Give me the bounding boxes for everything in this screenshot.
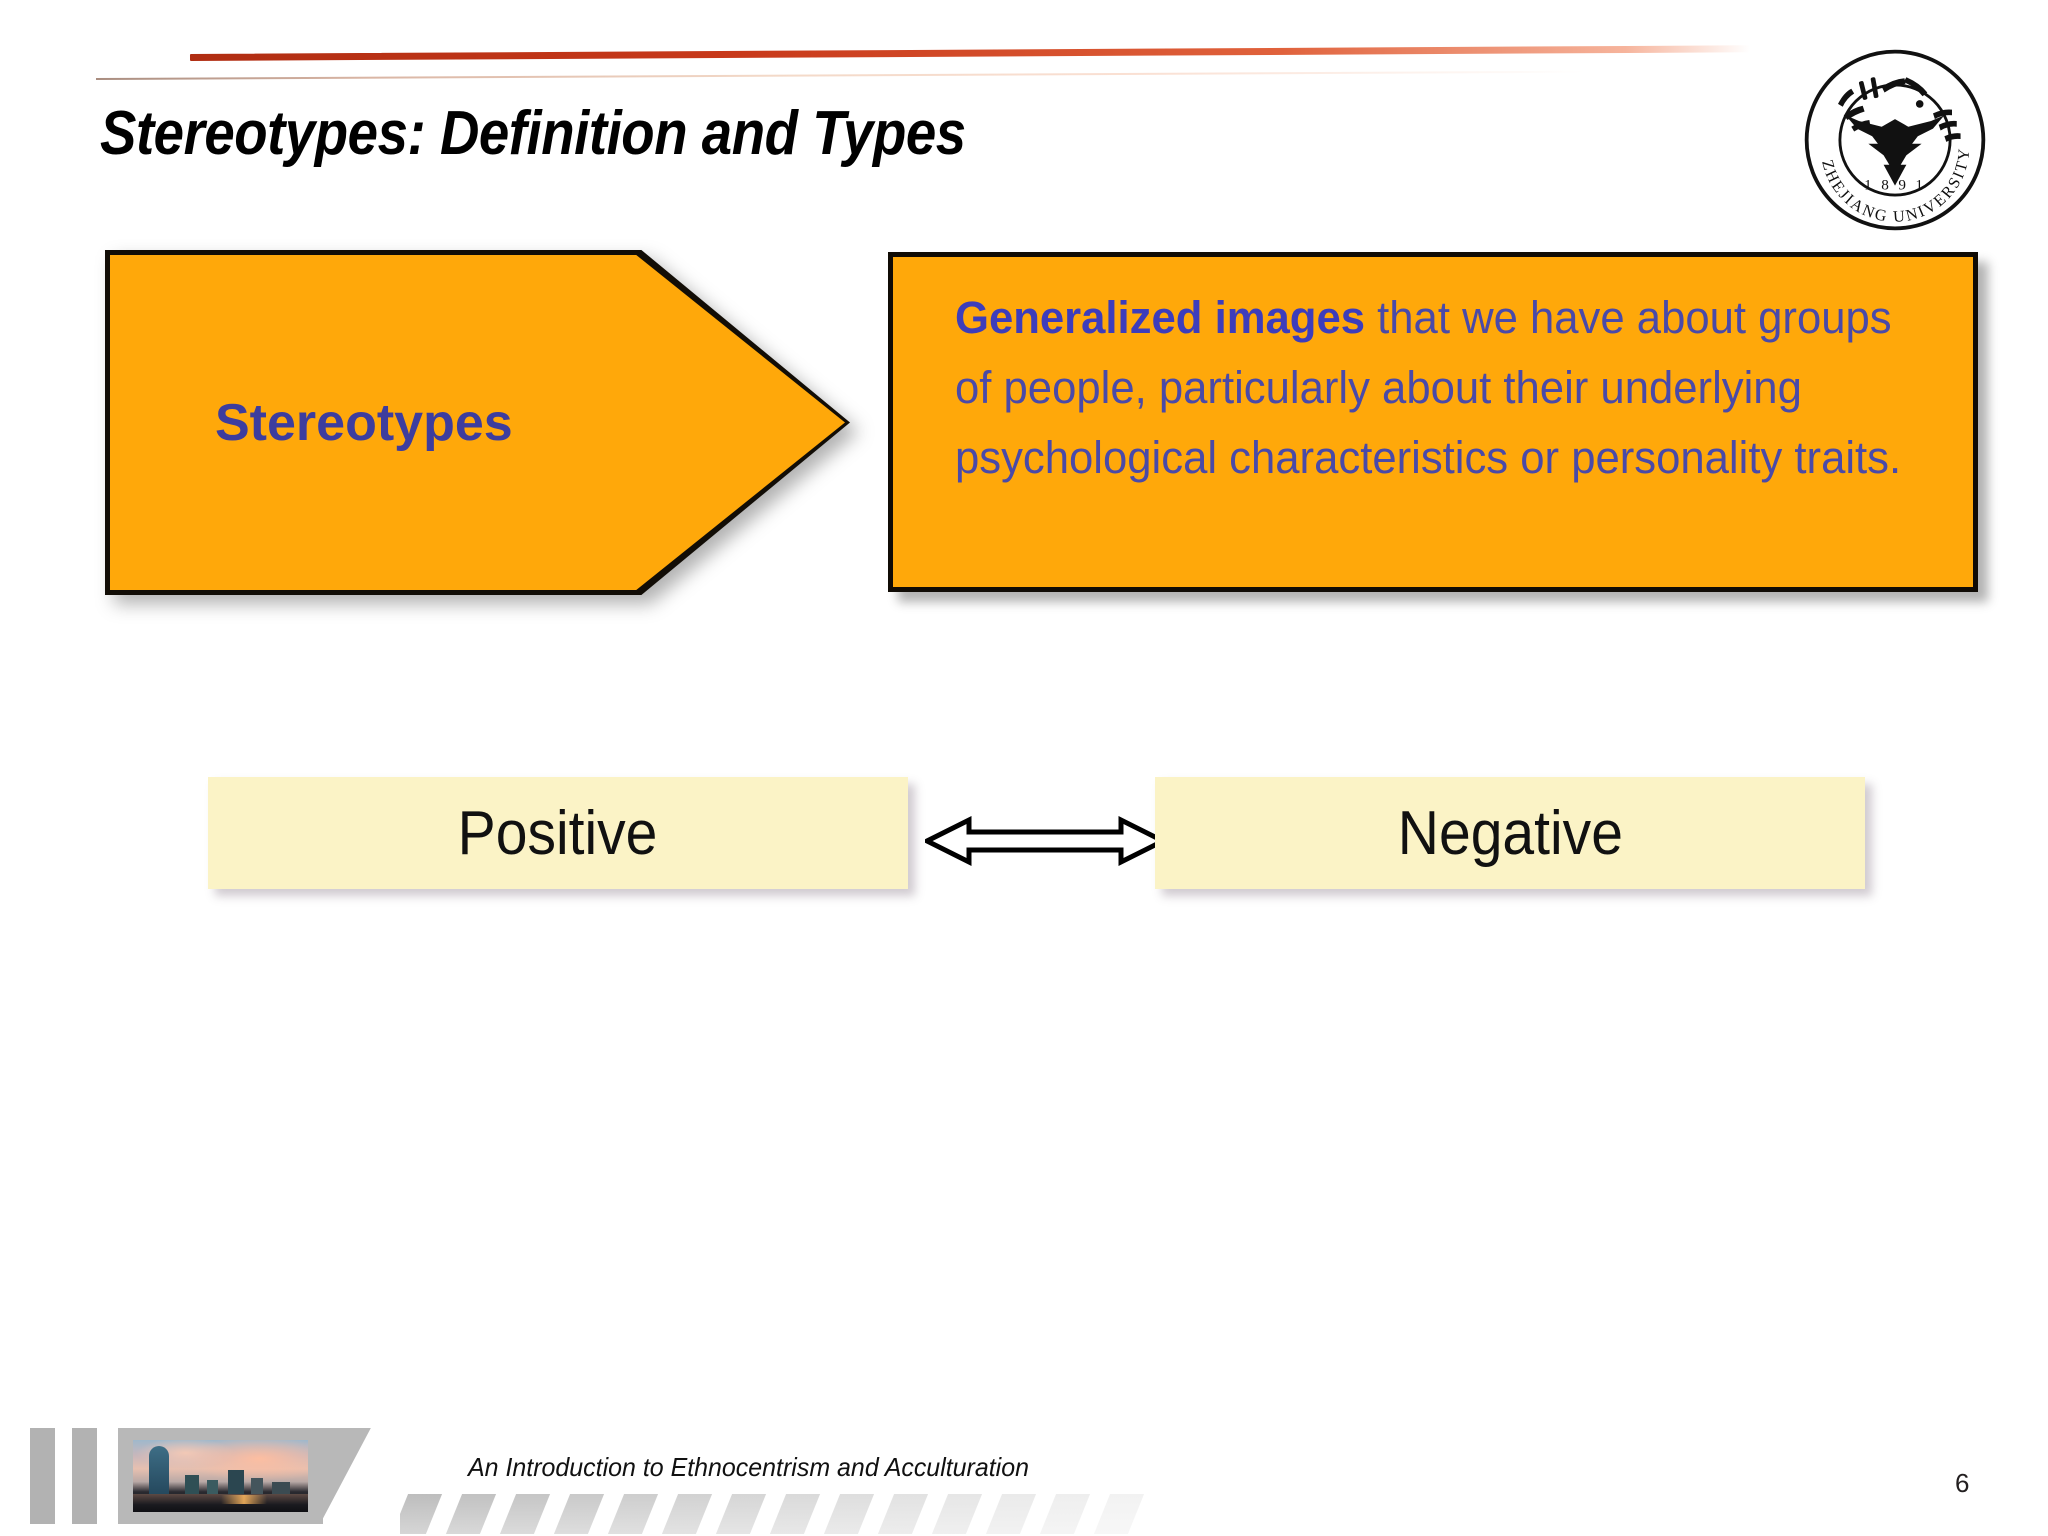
footer-bar-2 (72, 1428, 97, 1524)
type-label-positive: Positive (458, 798, 658, 868)
type-box-positive: Positive (208, 777, 908, 889)
city-skyline-image (133, 1440, 308, 1512)
page-number: 6 (1955, 1468, 1970, 1498)
footer-stripe (931, 1494, 983, 1534)
footer-stripe (715, 1494, 767, 1534)
footer-stripe (1093, 1494, 1145, 1534)
svg-text:1 8 9 1: 1 8 9 1 (1864, 176, 1926, 193)
footer-stripe (823, 1494, 875, 1534)
definition-text: Generalized images that we have about gr… (955, 283, 1904, 493)
footer-stripe (499, 1494, 551, 1534)
double-headed-arrow-icon (921, 810, 1169, 872)
definition-body: that we have about groups of people, par… (955, 292, 1902, 483)
footer-caption: An Introduction to Ethnocentrism and Acc… (468, 1452, 1029, 1482)
footer-stripe (877, 1494, 929, 1534)
footer-wedge (320, 1428, 371, 1524)
footer-stripe (985, 1494, 1037, 1534)
chevron-fill: Stereotypes (110, 255, 845, 590)
footer-photo-frame (118, 1428, 323, 1524)
zhejiang-university-logo-icon: 1 8 9 1 ZHEJIANG UNIVERSITY (1800, 45, 1990, 235)
footer-stripe (553, 1494, 605, 1534)
definition-box: Generalized images that we have about gr… (888, 252, 1978, 592)
footer-stripe (661, 1494, 713, 1534)
footer: An Introduction to Ethnocentrism and Acc… (0, 1428, 2048, 1536)
header-rule-thin (95, 70, 1586, 80)
footer-stripe (400, 1494, 443, 1534)
footer-stripe (769, 1494, 821, 1534)
footer-bar-1 (30, 1428, 55, 1524)
chevron-label: Stereotypes (215, 393, 513, 452)
header-rule-thick (189, 45, 1750, 61)
footer-stripe (445, 1494, 497, 1534)
footer-stripe (607, 1494, 659, 1534)
definition-emphasis: Generalized images (955, 292, 1366, 343)
footer-stripes (400, 1490, 1160, 1536)
type-box-negative: Negative (1155, 777, 1865, 889)
page-title: Stereotypes: Definition and Types (100, 99, 966, 168)
stereotypes-chevron: Stereotypes (105, 250, 850, 595)
type-label-negative: Negative (1397, 798, 1623, 868)
footer-stripe (1039, 1494, 1091, 1534)
